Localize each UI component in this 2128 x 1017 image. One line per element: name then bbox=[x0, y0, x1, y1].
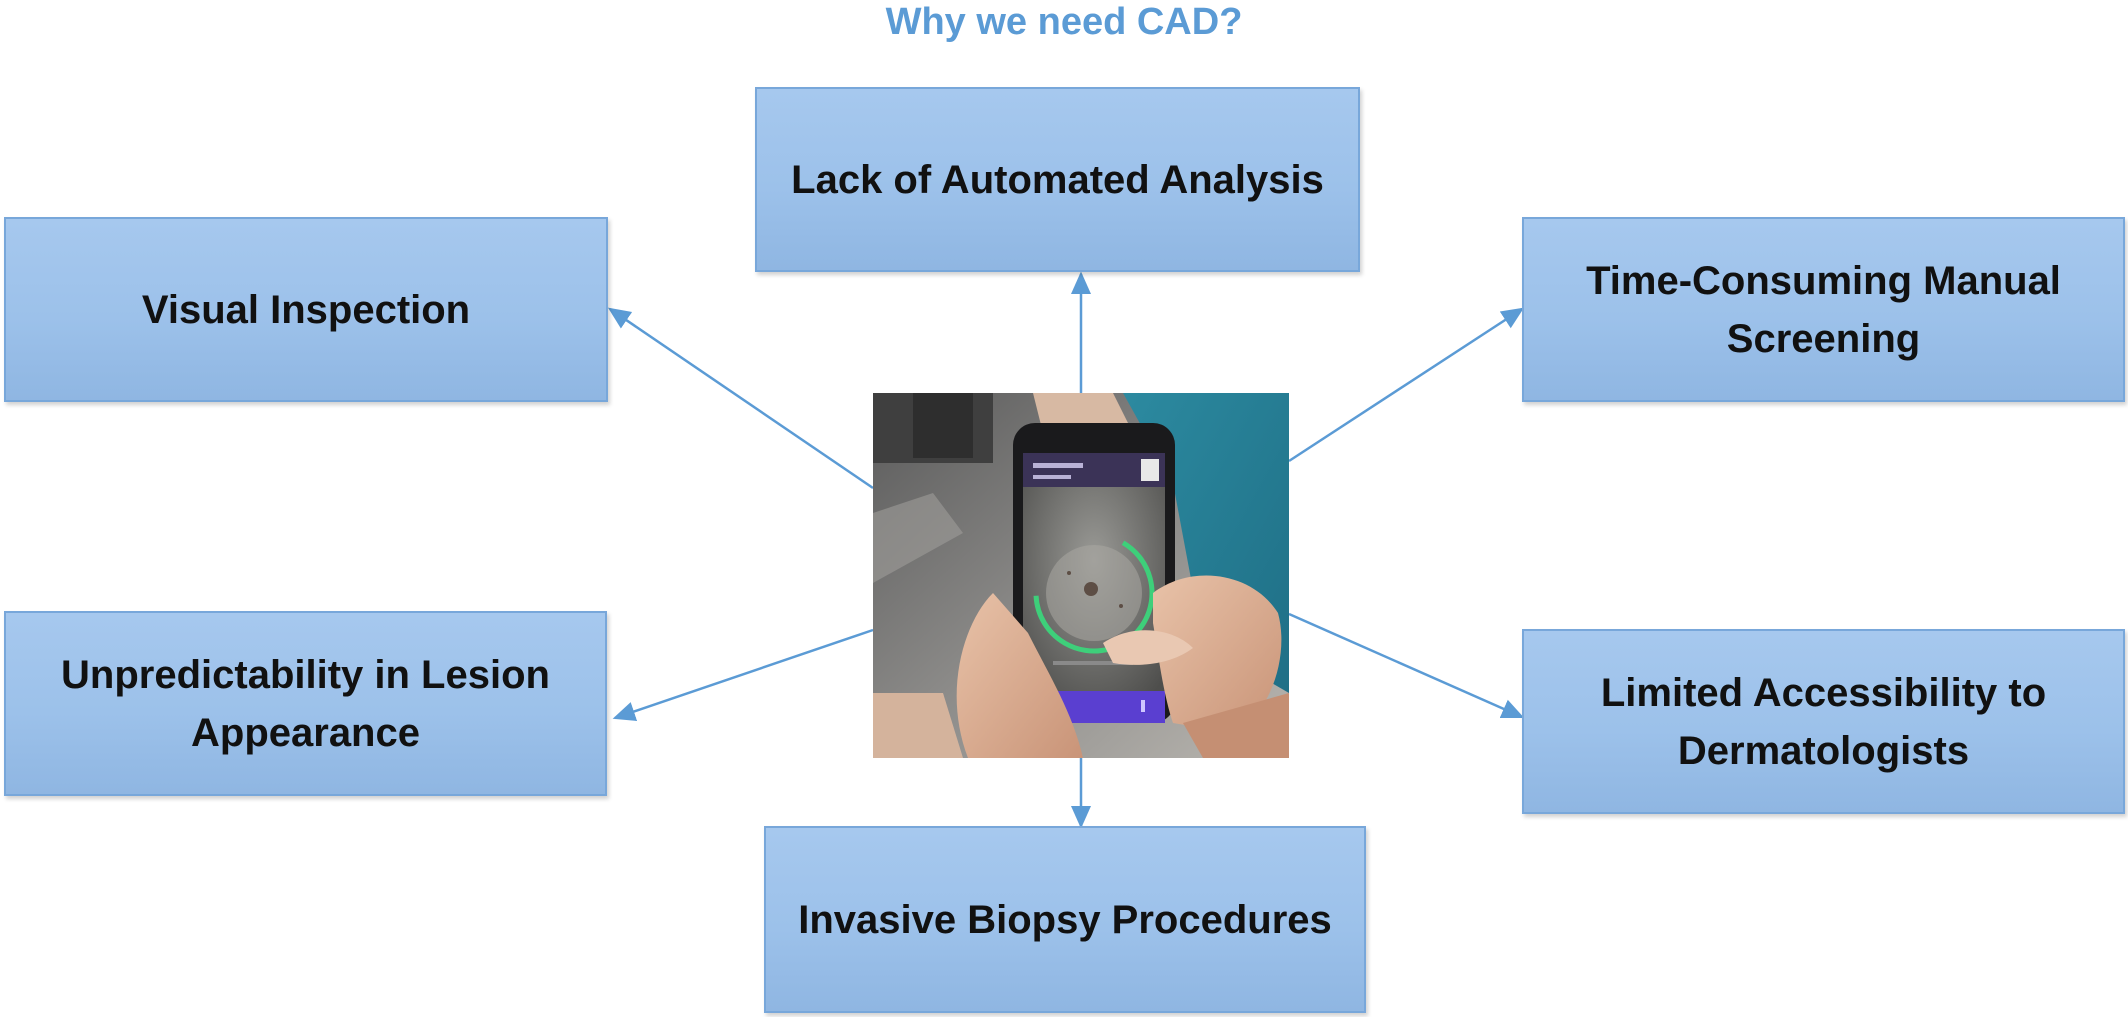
diagram-title: Why we need CAD? bbox=[885, 1, 1243, 43]
box-label: Limited Accessibility to Dermatologists bbox=[1600, 670, 2047, 773]
box-label: Visual Inspection bbox=[141, 287, 471, 332]
arrow-to-bottom-left bbox=[612, 628, 874, 722]
box-label: Unpredictability in Lesion Appearance bbox=[61, 652, 550, 755]
box-visual-inspection: Visual Inspection bbox=[4, 217, 608, 402]
arrow-to-top-right bbox=[1288, 307, 1525, 463]
box-label: Time-Consuming Manual Screening bbox=[1586, 258, 2061, 361]
box-unpredictability-in-lesion-appearance: Unpredictability in Lesion Appearance bbox=[4, 611, 607, 796]
arrow-to-top-left bbox=[607, 307, 874, 490]
box-label: Lack of Automated Analysis bbox=[791, 157, 1324, 202]
box-time-consuming-manual-screening: Time-Consuming Manual Screening bbox=[1522, 217, 2125, 402]
smartphone-scan-photo bbox=[873, 393, 1289, 758]
box-lack-of-automated-analysis: Lack of Automated Analysis bbox=[755, 87, 1360, 272]
box-limited-accessibility-to-dermatologists: Limited Accessibility to Dermatologists bbox=[1522, 629, 2125, 814]
arrow-to-bottom-right bbox=[1288, 612, 1525, 719]
phone-illustration bbox=[873, 393, 1289, 758]
box-label: Invasive Biopsy Procedures bbox=[798, 897, 1332, 942]
box-invasive-biopsy-procedures: Invasive Biopsy Procedures bbox=[764, 826, 1366, 1013]
